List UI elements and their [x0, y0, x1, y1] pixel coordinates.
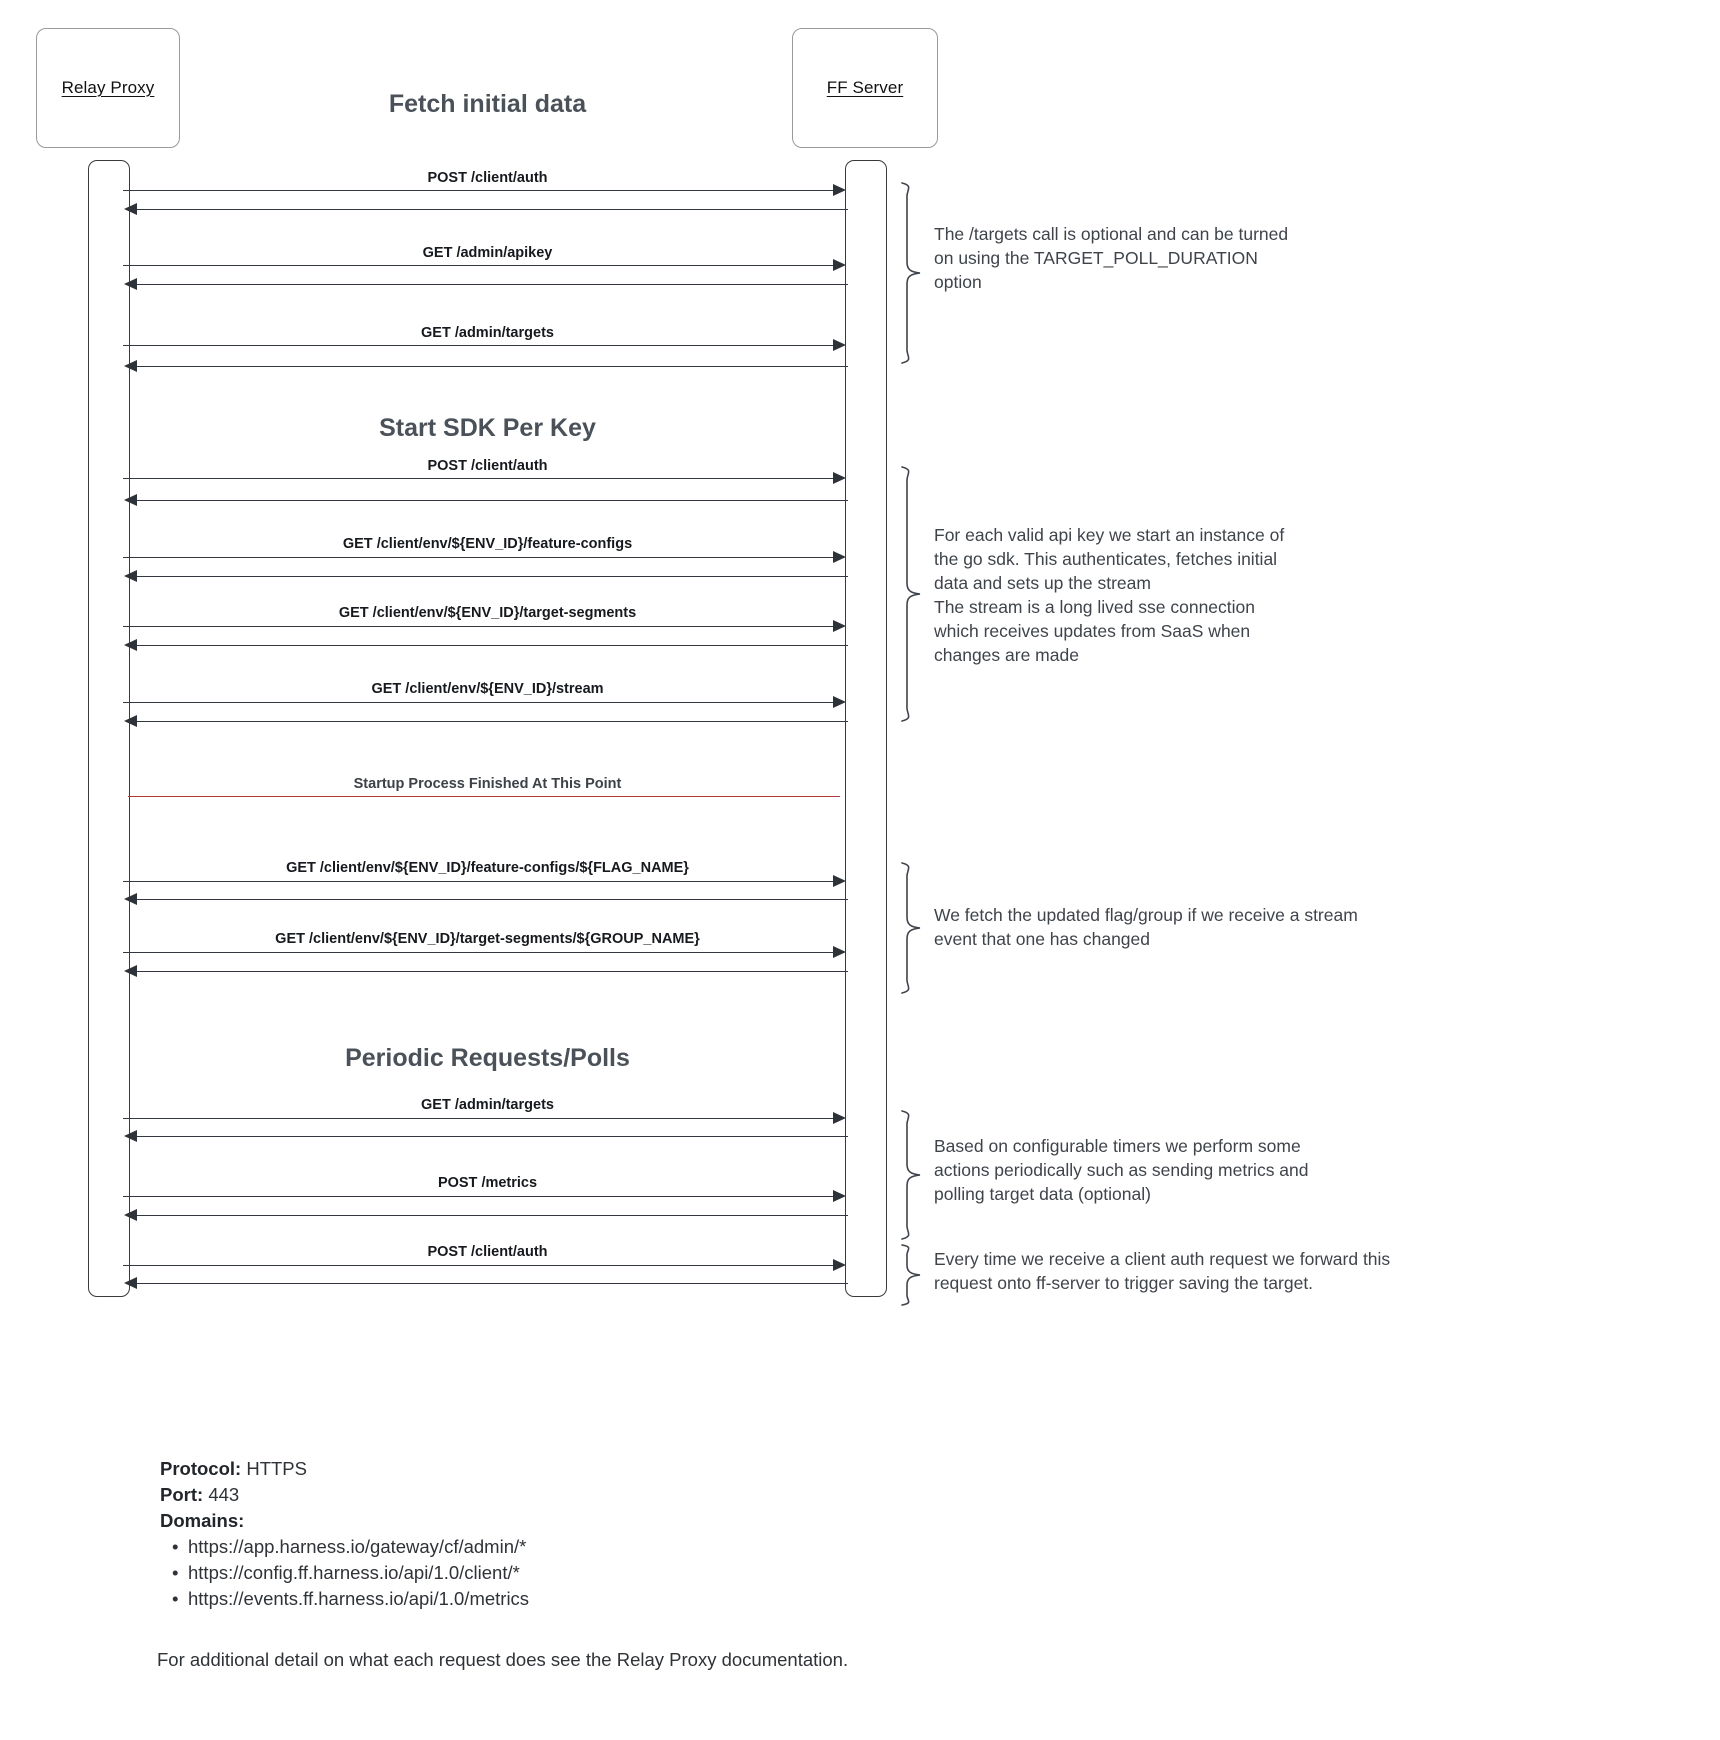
note-brace-3: [898, 862, 924, 994]
message-arrowhead-response-7: [124, 714, 137, 727]
message-arrowhead-request-8: [833, 874, 846, 887]
message-arrow-response-1: [136, 209, 848, 210]
note-brace-5: [898, 1244, 924, 1306]
message-label-get-feature-configs: GET /client/env/${ENV_ID}/feature-config…: [342, 536, 633, 552]
message-arrowhead-request-10: [833, 1111, 846, 1124]
message-label-get-stream: GET /client/env/${ENV_ID}/stream: [371, 681, 604, 697]
message-label-get-admin-targets-1: GET /admin/targets: [421, 325, 554, 341]
list-item: https://events.ff.harness.io/api/1.0/met…: [172, 1586, 920, 1612]
message-label-post-client-auth-3: POST /client/auth: [427, 1244, 548, 1260]
message-arrowhead-response-10: [124, 1129, 137, 1142]
message-label-post-metrics: POST /metrics: [437, 1175, 538, 1191]
note-text-client-auth-forward: Every time we receive a client auth requ…: [934, 1249, 1391, 1293]
message-arrowhead-response-1: [124, 202, 137, 215]
message-arrow-response-2: [136, 284, 848, 285]
message-arrow-request-2: [123, 265, 839, 266]
list-item: https://config.ff.harness.io/api/1.0/cli…: [172, 1560, 920, 1586]
footer-protocol-key: Protocol:: [160, 1458, 242, 1479]
note-text-periodic-timers: Based on configurable timers we perform …: [934, 1136, 1309, 1204]
footer-domain-list: https://app.harness.io/gateway/cf/admin/…: [160, 1534, 920, 1612]
section-title-start-sdk-per-key: Start SDK Per Key: [379, 414, 596, 442]
message-label-get-feature-config-by-flag: GET /client/env/${ENV_ID}/feature-config…: [286, 860, 689, 876]
participant-label-ff-server: FF Server: [826, 78, 904, 97]
message-arrowhead-response-5: [124, 569, 137, 582]
message-label-get-admin-apikey: GET /admin/apikey: [422, 245, 553, 261]
message-arrow-response-12: [136, 1283, 848, 1284]
note-brace-2: [898, 466, 924, 722]
message-arrowhead-request-4: [833, 471, 846, 484]
message-arrow-response-7: [136, 721, 848, 722]
participant-box-relay-proxy: Relay Proxy: [36, 28, 180, 148]
activation-bar-ff-server: [845, 160, 887, 1297]
message-arrow-request-4: [123, 478, 839, 479]
footer-domain-3: https://events.ff.harness.io/api/1.0/met…: [188, 1588, 530, 1609]
message-arrowhead-request-2: [833, 258, 846, 271]
footer-documentation-note: For additional detail on what each reque…: [157, 1649, 849, 1670]
message-arrowhead-request-3: [833, 338, 846, 351]
message-arrowhead-response-12: [124, 1276, 137, 1289]
footer-domain-2: https://config.ff.harness.io/api/1.0/cli…: [188, 1562, 520, 1583]
footer-protocol-row: Protocol: HTTPS: [160, 1456, 920, 1482]
message-arrowhead-response-2: [124, 277, 137, 290]
note-brace-1: [898, 182, 924, 364]
footer-connection-details: Protocol: HTTPS Port: 443 Domains: https…: [160, 1456, 920, 1612]
message-arrow-response-3: [136, 366, 848, 367]
footer-domains-row: Domains:: [160, 1508, 920, 1534]
message-arrow-response-9: [136, 971, 848, 972]
footer-domain-1: https://app.harness.io/gateway/cf/admin/…: [188, 1536, 527, 1557]
message-arrowhead-request-5: [833, 550, 846, 563]
activation-bar-relay-proxy: [88, 160, 130, 1297]
message-arrow-response-10: [136, 1136, 848, 1137]
message-arrow-request-11: [123, 1196, 839, 1197]
message-arrowhead-response-9: [124, 964, 137, 977]
message-label-post-client-auth-1: POST /client/auth: [427, 170, 548, 186]
divider-label-startup-finished: Startup Process Finished At This Point: [353, 776, 622, 792]
message-arrowhead-request-12: [833, 1258, 846, 1271]
message-arrow-request-3: [123, 345, 839, 346]
section-title-periodic-requests: Periodic Requests/Polls: [345, 1044, 630, 1072]
message-label-get-target-segments: GET /client/env/${ENV_ID}/target-segment…: [338, 605, 637, 621]
message-arrow-request-1: [123, 190, 839, 191]
divider-line-startup-finished: [128, 796, 840, 797]
message-arrow-response-4: [136, 500, 848, 501]
participant-box-ff-server: FF Server: [792, 28, 938, 148]
footer-port-key: Port:: [160, 1484, 204, 1505]
message-arrow-response-5: [136, 576, 848, 577]
note-text-targets-optional: The /targets call is optional and can be…: [934, 224, 1289, 292]
message-arrowhead-request-6: [833, 619, 846, 632]
message-arrow-response-6: [136, 645, 848, 646]
message-arrow-response-11: [136, 1215, 848, 1216]
message-arrowhead-request-7: [833, 695, 846, 708]
footer-port-row: Port: 443: [160, 1482, 920, 1508]
message-arrowhead-request-1: [833, 183, 846, 196]
note-brace-4: [898, 1110, 924, 1240]
message-arrow-request-6: [123, 626, 839, 627]
message-arrowhead-request-9: [833, 945, 846, 958]
message-arrow-request-7: [123, 702, 839, 703]
section-title-fetch-initial-data: Fetch initial data: [388, 90, 587, 118]
message-arrow-request-5: [123, 557, 839, 558]
message-label-post-client-auth-2: POST /client/auth: [427, 458, 548, 474]
message-arrowhead-response-4: [124, 493, 137, 506]
note-text-start-sdk: For each valid api key we start an insta…: [934, 525, 1285, 665]
footer-port-value: 443: [208, 1484, 240, 1505]
message-arrow-request-10: [123, 1118, 839, 1119]
message-arrow-request-8: [123, 881, 839, 882]
message-arrowhead-response-8: [124, 892, 137, 905]
message-arrowhead-response-11: [124, 1208, 137, 1221]
footer-protocol-value: HTTPS: [246, 1458, 307, 1479]
message-arrowhead-response-3: [124, 359, 137, 372]
message-label-get-admin-targets-2: GET /admin/targets: [421, 1097, 554, 1113]
message-arrowhead-response-6: [124, 638, 137, 651]
list-item: https://app.harness.io/gateway/cf/admin/…: [172, 1534, 920, 1560]
note-text-stream-update-fetch: We fetch the updated flag/group if we re…: [934, 905, 1358, 949]
message-arrow-request-12: [123, 1265, 839, 1266]
footer-domains-key: Domains:: [160, 1510, 245, 1531]
message-arrowhead-request-11: [833, 1189, 846, 1202]
message-arrow-response-8: [136, 899, 848, 900]
message-label-get-target-segment-by-group: GET /client/env/${ENV_ID}/target-segment…: [275, 931, 700, 947]
message-arrow-request-9: [123, 952, 839, 953]
participant-label-relay-proxy: Relay Proxy: [61, 78, 155, 97]
